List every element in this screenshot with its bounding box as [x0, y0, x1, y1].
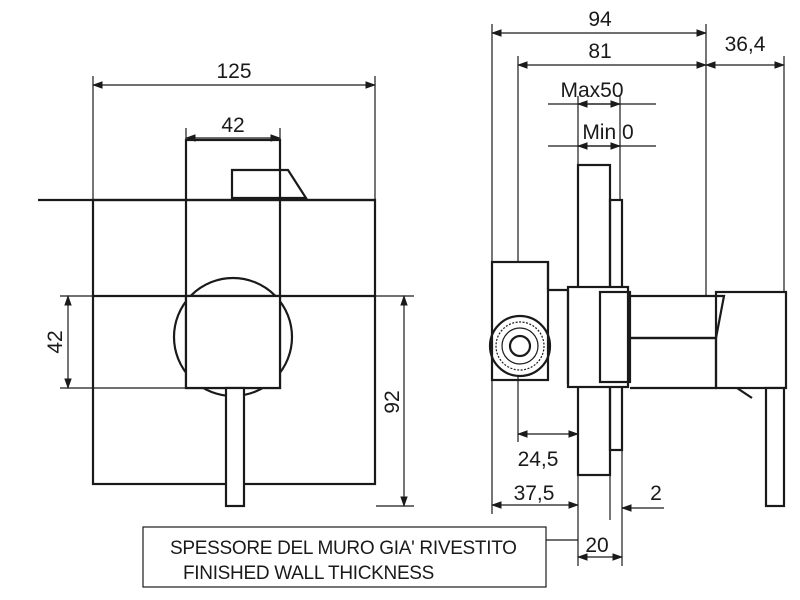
dim-2: 2	[650, 482, 662, 505]
dim-max: Max50	[560, 79, 623, 102]
side-view: 94 81 36,4 Max50 Min 0 24,5 37,5 2	[488, 8, 788, 566]
dim-245: 24,5	[518, 448, 559, 471]
handle-lever	[764, 386, 786, 508]
handle-head	[714, 290, 788, 390]
lever-handle	[224, 386, 246, 508]
dim-min: Min 0	[582, 121, 633, 144]
front-view: 125 42 42 92	[38, 60, 414, 508]
dim-side-81: 81	[588, 40, 611, 63]
dim-front-inner-width: 42	[221, 114, 244, 137]
dim-side-total: 94	[588, 8, 612, 31]
top-hook	[230, 168, 309, 200]
valve-body	[490, 260, 550, 382]
dim-375: 37,5	[514, 482, 555, 505]
inlet-fitting	[488, 314, 552, 378]
wall-thickness-note: SPESSORE DEL MURO GIA' RIVESTITO FINISHE…	[142, 526, 578, 588]
note-box	[142, 526, 547, 588]
dim-front-inner-height: 42	[44, 330, 67, 353]
note-line-1: SPESSORE DEL MURO GIA' RIVESTITO	[170, 538, 517, 559]
dim-front-height: 92	[381, 390, 404, 413]
dim-side-364: 36,4	[725, 33, 766, 56]
dim-20: 20	[585, 534, 608, 557]
dim-front-width: 125	[216, 60, 251, 83]
spout-cover	[630, 294, 726, 340]
note-line-2: FINISHED WALL THICKNESS	[183, 563, 434, 584]
